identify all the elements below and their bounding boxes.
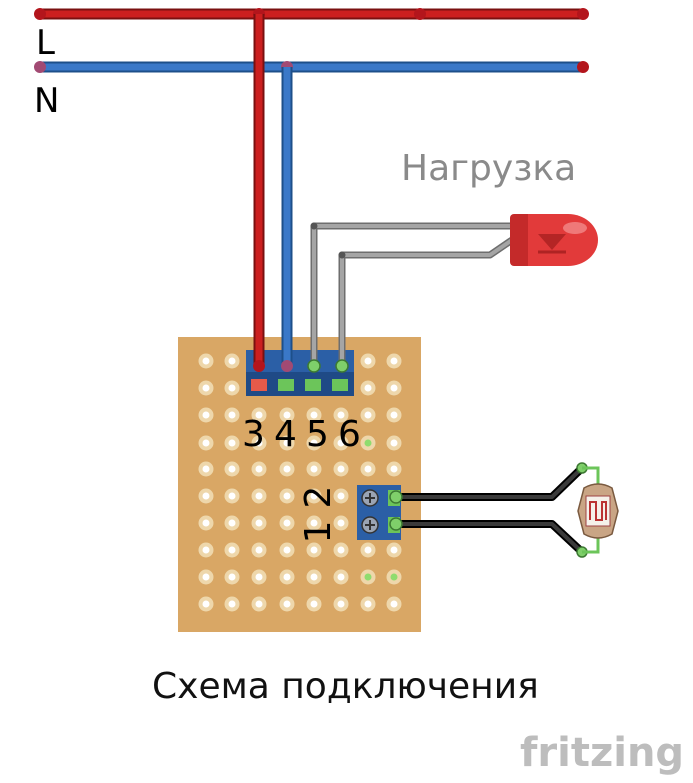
board-hole-center — [202, 465, 210, 473]
board-holes — [198, 353, 402, 612]
board-hole-center — [283, 519, 291, 527]
board-hole-center — [202, 357, 210, 365]
board-hole-center — [283, 439, 291, 447]
board-hole-center — [202, 573, 210, 581]
board-hole-center — [228, 411, 236, 419]
terminal-label-5: 5 — [306, 414, 329, 455]
board-hole-center — [228, 384, 236, 392]
board-hole-center — [337, 411, 345, 419]
board-hole-center — [310, 439, 318, 447]
terminal-label-4: 4 — [274, 414, 297, 455]
live-drop-wire — [253, 14, 265, 372]
terminal-block-top — [246, 350, 354, 396]
board-hole-center — [202, 439, 210, 447]
neutral-label: N — [34, 81, 59, 121]
board-hole-center — [390, 600, 398, 608]
board-hole-center — [364, 384, 372, 392]
board-hole-center — [337, 546, 345, 554]
board-hole-center — [228, 600, 236, 608]
board-hole-center — [255, 411, 263, 419]
board-hole-center — [202, 411, 210, 419]
board-hole-center — [337, 439, 345, 447]
board-hole-center — [390, 357, 398, 365]
board-hole-center — [310, 600, 318, 608]
board-hole-center — [364, 411, 372, 419]
board-hole-center — [364, 357, 372, 365]
board-hole-center — [337, 465, 345, 473]
board-hole-center — [310, 573, 318, 581]
board-hole-center — [255, 439, 263, 447]
board-hole-center — [310, 465, 318, 473]
board-hole-center — [337, 600, 345, 608]
board-hole-center — [390, 546, 398, 554]
board-hole-center — [283, 465, 291, 473]
board-hole-center — [228, 465, 236, 473]
photoresistor — [577, 466, 619, 554]
board-hole-center — [310, 519, 318, 527]
load-wires — [307, 222, 519, 373]
board-hole-center — [202, 492, 210, 500]
neutral-line — [34, 61, 589, 73]
board-hole-center — [255, 465, 263, 473]
board-hole-center — [228, 573, 236, 581]
load-label: Нагрузка — [401, 148, 576, 189]
board-hole-center — [255, 519, 263, 527]
board-hole-center — [337, 492, 345, 500]
board-hole-center — [364, 573, 372, 581]
terminal-label-2: 2 — [298, 486, 339, 509]
diagram-caption: Схема подключения — [152, 666, 539, 707]
board-hole-center — [390, 384, 398, 392]
board-hole-center — [228, 357, 236, 365]
board-hole-center — [255, 492, 263, 500]
board-hole-center — [310, 492, 318, 500]
terminal-label-3: 3 — [242, 414, 265, 455]
board-hole-center — [202, 384, 210, 392]
led-load — [510, 214, 598, 266]
board-hole-center — [283, 600, 291, 608]
board-hole-center — [390, 411, 398, 419]
board-hole-center — [390, 465, 398, 473]
board-hole-center — [255, 600, 263, 608]
board-hole-center — [202, 600, 210, 608]
terminal-label-1: 1 — [298, 521, 339, 544]
board-hole-center — [364, 465, 372, 473]
board-hole-center — [310, 411, 318, 419]
live-line — [34, 8, 589, 20]
board-hole-center — [255, 573, 263, 581]
board-hole-center — [337, 573, 345, 581]
board-hole-center — [364, 439, 372, 447]
board-hole-center — [228, 546, 236, 554]
board-hole-center — [283, 546, 291, 554]
board-hole-center — [202, 546, 210, 554]
board-hole-center — [390, 439, 398, 447]
board-hole-center — [390, 573, 398, 581]
board-hole-center — [228, 519, 236, 527]
board-hole-center — [228, 492, 236, 500]
board-hole-center — [364, 546, 372, 554]
board-hole-center — [283, 492, 291, 500]
board-hole-center — [364, 600, 372, 608]
board-hole-center — [202, 519, 210, 527]
board-hole-center — [255, 546, 263, 554]
board-hole-center — [283, 573, 291, 581]
board-hole-center — [283, 411, 291, 419]
board-hole-center — [310, 546, 318, 554]
terminal-label-6: 6 — [338, 414, 361, 455]
board-hole-center — [337, 519, 345, 527]
fritzing-logo: fritzing — [520, 730, 684, 776]
live-label: L — [36, 23, 55, 63]
sensor-wires — [389, 462, 588, 558]
board-hole-center — [228, 439, 236, 447]
neutral-drop-wire — [281, 67, 293, 372]
